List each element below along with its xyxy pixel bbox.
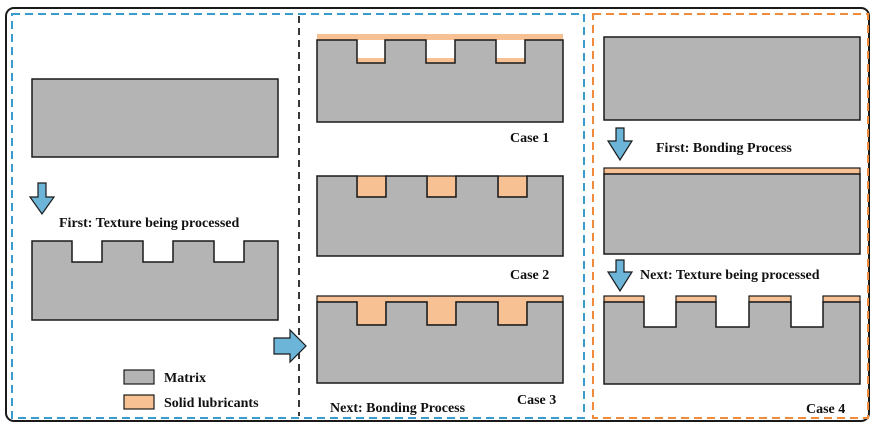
bonded-lubricant-layer — [603, 167, 861, 175]
down-arrow-icon — [606, 127, 634, 162]
legend-lubricant-swatch — [123, 394, 155, 410]
down-arrow-icon — [28, 182, 56, 216]
matrix-block-initial — [31, 78, 279, 158]
step-label-bonding-next: Next: Bonding Process — [330, 401, 466, 416]
right-panel-frame — [592, 13, 869, 419]
middle-panel: Case 1 Case 2 Next: Bonding Process Case… — [316, 34, 564, 416]
case4-label: Case 4 — [806, 402, 845, 417]
case2-label: Case 2 — [510, 268, 549, 283]
left-panel: First: Texture being processed Matrix So… — [28, 78, 307, 411]
case4-matrix — [603, 301, 861, 385]
left-panel-frame — [11, 13, 585, 419]
case2-lubricant-groove-2 — [426, 175, 457, 198]
down-arrow-icon — [606, 259, 634, 293]
case1-matrix — [316, 39, 564, 123]
right-panel: First: Bonding Process Next: Texture bei… — [603, 36, 861, 417]
case4-lubricant-segment-2 — [675, 295, 717, 303]
case4-lubricant-segment-3 — [748, 295, 792, 303]
case4-lubricant-segment-4 — [822, 295, 861, 303]
bonded-matrix-block — [603, 173, 861, 255]
step-label-texture-next: Next: Texture being processed — [640, 268, 820, 283]
case1-lubricant-top-layer — [317, 34, 563, 40]
case1-label: Case 1 — [510, 131, 549, 146]
matrix-block-textured — [31, 240, 279, 321]
step-label-bonding-first: First: Bonding Process — [656, 141, 792, 156]
case2-lubricant-groove-3 — [497, 175, 528, 198]
case3-matrix — [316, 301, 564, 384]
legend-matrix-label: Matrix — [164, 371, 206, 386]
case2-matrix — [316, 175, 564, 257]
legend-matrix-swatch — [123, 369, 155, 385]
step-label-texture: First: Texture being processed — [59, 216, 240, 231]
case4-lubricant-segment-1 — [603, 295, 645, 303]
legend-lubricant-label: Solid lubricants — [164, 396, 259, 411]
case3-label: Case 3 — [517, 393, 556, 408]
matrix-block-initial-right — [603, 36, 861, 121]
right-arrow-icon — [273, 328, 307, 364]
case2-lubricant-groove-1 — [356, 175, 387, 198]
